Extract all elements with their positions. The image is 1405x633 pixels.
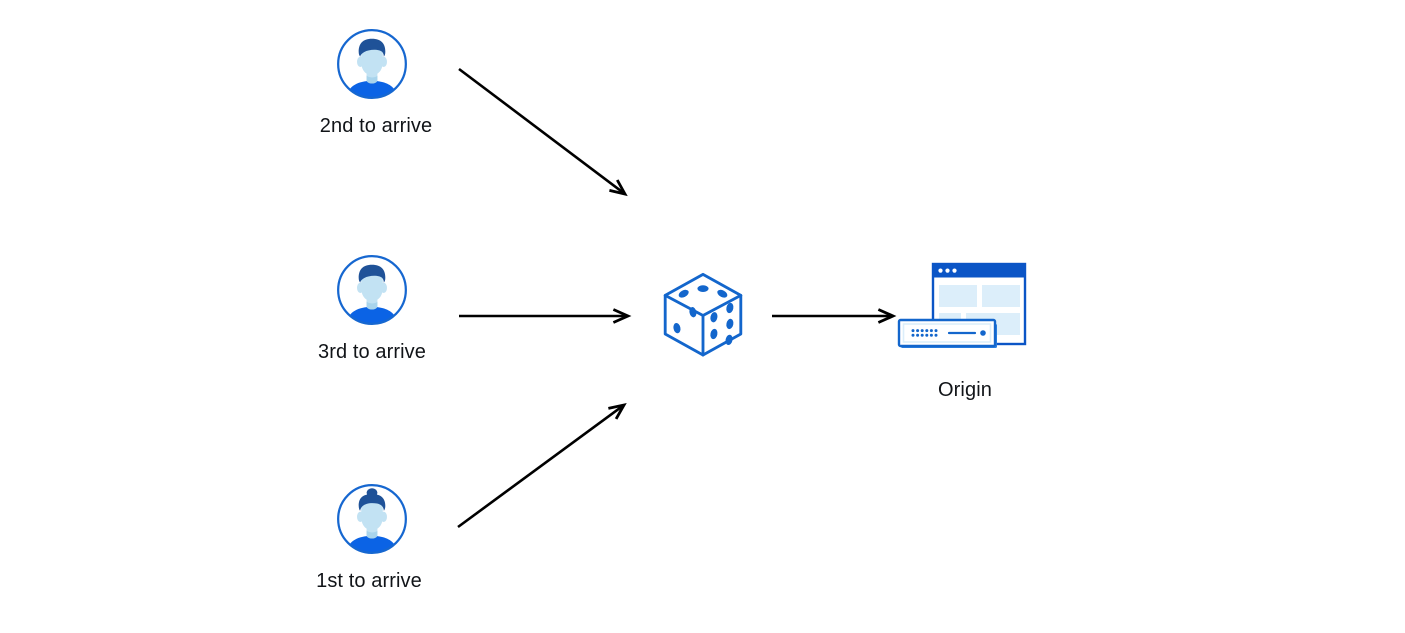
- user-avatar-icon: [336, 254, 408, 326]
- node-origin-server[interactable]: [895, 258, 1029, 362]
- arrow-dice-to-origin: [772, 308, 897, 324]
- user-avatar-icon: [336, 483, 408, 555]
- node-label-client-2nd: 2nd to arrive: [319, 115, 433, 137]
- user-avatar-icon: [336, 28, 408, 100]
- origin-server-icon: [895, 258, 1029, 362]
- node-label-client-1st: 1st to arrive: [316, 570, 422, 592]
- node-client-3rd[interactable]: [336, 254, 408, 326]
- dice-icon: [661, 271, 745, 358]
- node-label-origin-server: Origin: [938, 379, 992, 401]
- node-client-2nd[interactable]: [336, 28, 408, 100]
- node-label-client-3rd: 3rd to arrive: [317, 341, 426, 363]
- arrow-3rd-to-dice: [459, 308, 632, 324]
- node-random-selector[interactable]: [661, 271, 745, 358]
- arrow-1st-to-dice: [457, 402, 627, 529]
- node-client-1st[interactable]: [336, 483, 408, 555]
